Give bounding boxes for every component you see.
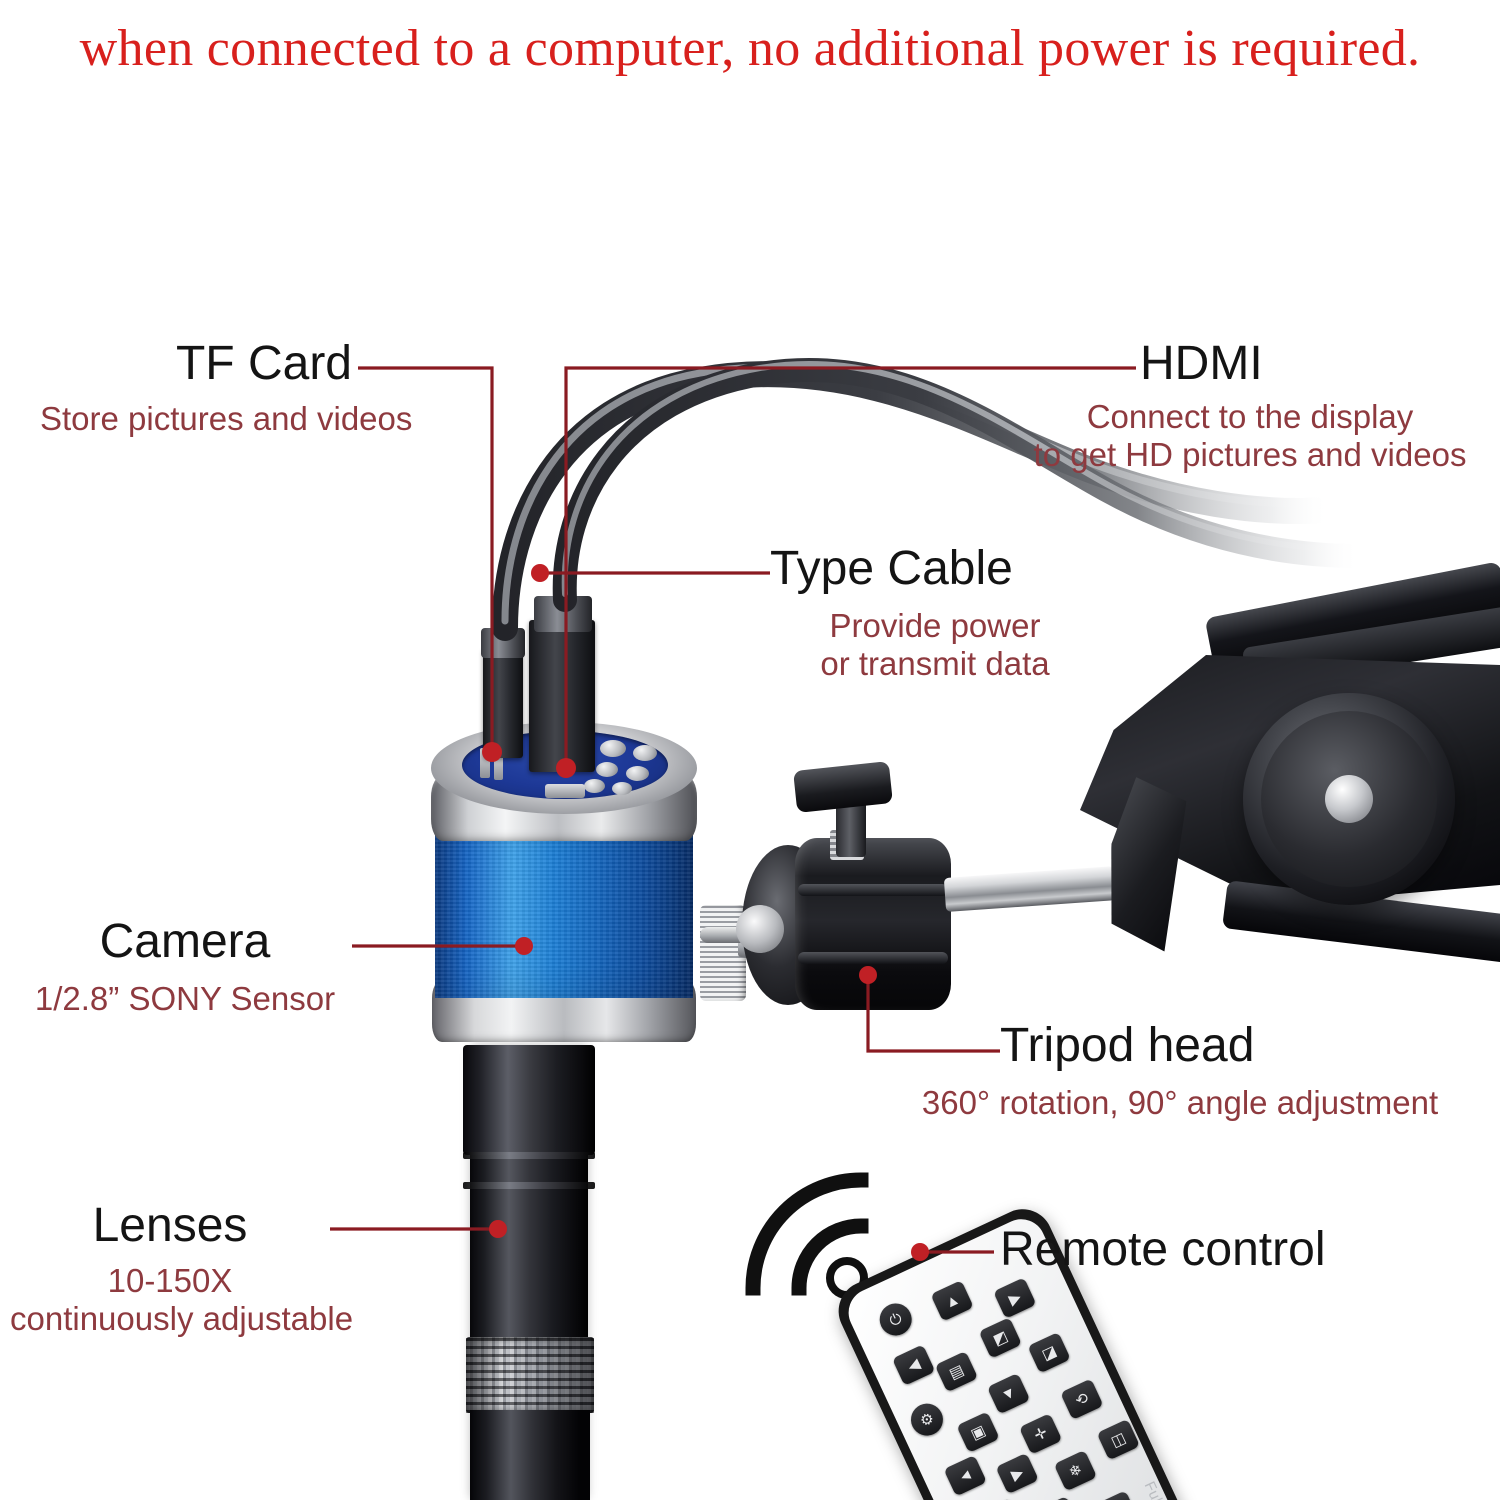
callout-type-cable-sub-1: Provide power <box>829 607 1041 644</box>
callout-tripod-head-sub-1: 360° rotation, 90° angle adjustment <box>921 1084 1439 1121</box>
remote-button-menu-icon[interactable]: ▤ <box>934 1350 979 1393</box>
lens-focus-knurl-ring <box>466 1337 594 1413</box>
callout-lenses-title: Lenses <box>92 1199 248 1252</box>
callout-tf-card-title: TF Card <box>175 337 352 390</box>
pcb-pad-3 <box>545 784 585 798</box>
callout-camera-sub-1: 1/2.8” SONY Sensor <box>34 980 336 1017</box>
pcb-pad-2 <box>494 752 503 780</box>
callout-tf-card-sub-1: Store pictures and videos <box>40 400 413 437</box>
callout-camera: Camera 1/2.8” SONY Sensor <box>20 918 350 1018</box>
pcb-chip-4 <box>626 766 649 781</box>
callout-camera-title: Camera <box>99 915 271 968</box>
remote-button-flip-icon[interactable]: ◪ <box>1027 1331 1071 1374</box>
remote-button-play-icon[interactable]: ▶ <box>995 1452 1039 1495</box>
callout-hdmi: HDMI Connect to the display to get HD pi… <box>1010 340 1490 475</box>
remote-button-zoom-out-icon[interactable]: ◄ <box>943 1454 987 1497</box>
remote-button-up-arrow-icon[interactable]: ▲ <box>930 1280 974 1322</box>
remote-button-plus-icon[interactable]: ✛ <box>1018 1413 1063 1455</box>
remote-button-mirror-icon[interactable]: ◩ <box>978 1317 1023 1359</box>
callout-lenses-sub-2: continuously adjustable <box>10 1300 354 1338</box>
callout-tripod-head: Tripod head 360° rotation, 90° angle adj… <box>922 1019 1490 1122</box>
remote-button-power-icon[interactable]: ⏻ <box>874 1298 917 1341</box>
wireless-signal-icon <box>745 1172 869 1299</box>
callout-type-cable: Type Cable Provide power or transmit dat… <box>770 545 1100 684</box>
callout-hdmi-sub-1: Connect to the display <box>1086 398 1414 435</box>
remote-button-down-arrow-icon[interactable]: ▼ <box>986 1372 1031 1415</box>
remote-button-crosshair-icon[interactable]: ⊞ <box>1035 1495 1079 1500</box>
callout-tf-card: TF Card Store pictures and videos <box>40 337 413 438</box>
remote-button-rotate-icon[interactable]: ⟲ <box>1060 1378 1104 1421</box>
tripod-head-ring-1 <box>798 884 948 896</box>
callout-type-cable-title: Type Cable <box>770 542 1013 595</box>
header-banner: when connected to a computer, no additio… <box>0 0 1500 96</box>
ball-head-pivot-ball <box>736 905 784 953</box>
camera-blue-housing <box>435 820 693 998</box>
callout-hdmi-sub-2: to get HD pictures and videos <box>1033 436 1467 474</box>
lens-tube-lower <box>470 1410 590 1500</box>
remote-button-left-arrow-icon[interactable]: ◀ <box>891 1344 936 1386</box>
lens-groove-2 <box>463 1182 595 1189</box>
pcb-chip-5 <box>584 779 605 793</box>
lens-groove-1 <box>463 1152 595 1159</box>
articulating-arm-knob <box>1243 693 1455 905</box>
callout-hdmi-title: HDMI <box>1140 337 1263 390</box>
tripod-head-ring-2 <box>798 952 948 964</box>
callout-type-cable-sub-2: or transmit data <box>820 645 1050 683</box>
remote-button-settings-icon[interactable]: ⚙ <box>905 1398 949 1441</box>
callout-remote-control-title: Remote control <box>1000 1223 1326 1276</box>
remote-button-stop-icon[interactable]: ■ <box>1094 1490 1139 1500</box>
arm-knob-center-ball <box>1325 775 1373 823</box>
pcb-chip-6 <box>612 782 632 795</box>
callout-tripod-head-title: Tripod head <box>1000 1019 1255 1072</box>
remote-button-right-arrow-icon[interactable]: ▶ <box>993 1277 1037 1319</box>
callout-lenses: Lenses 10-150X continuously adjustable <box>10 1199 354 1339</box>
pcb-pad-1 <box>480 748 490 778</box>
remote-button-capture-icon[interactable]: ▣ <box>956 1411 1000 1453</box>
callout-lenses-sub-1: 10-150X <box>107 1262 233 1299</box>
remote-button-snowflake-icon[interactable]: ❄ <box>1053 1449 1098 1492</box>
lens-tube-upper <box>463 1045 595 1155</box>
header-text: when connected to a computer, no additio… <box>79 19 1421 77</box>
callout-remote-control: Remote control <box>1000 1226 1470 1274</box>
